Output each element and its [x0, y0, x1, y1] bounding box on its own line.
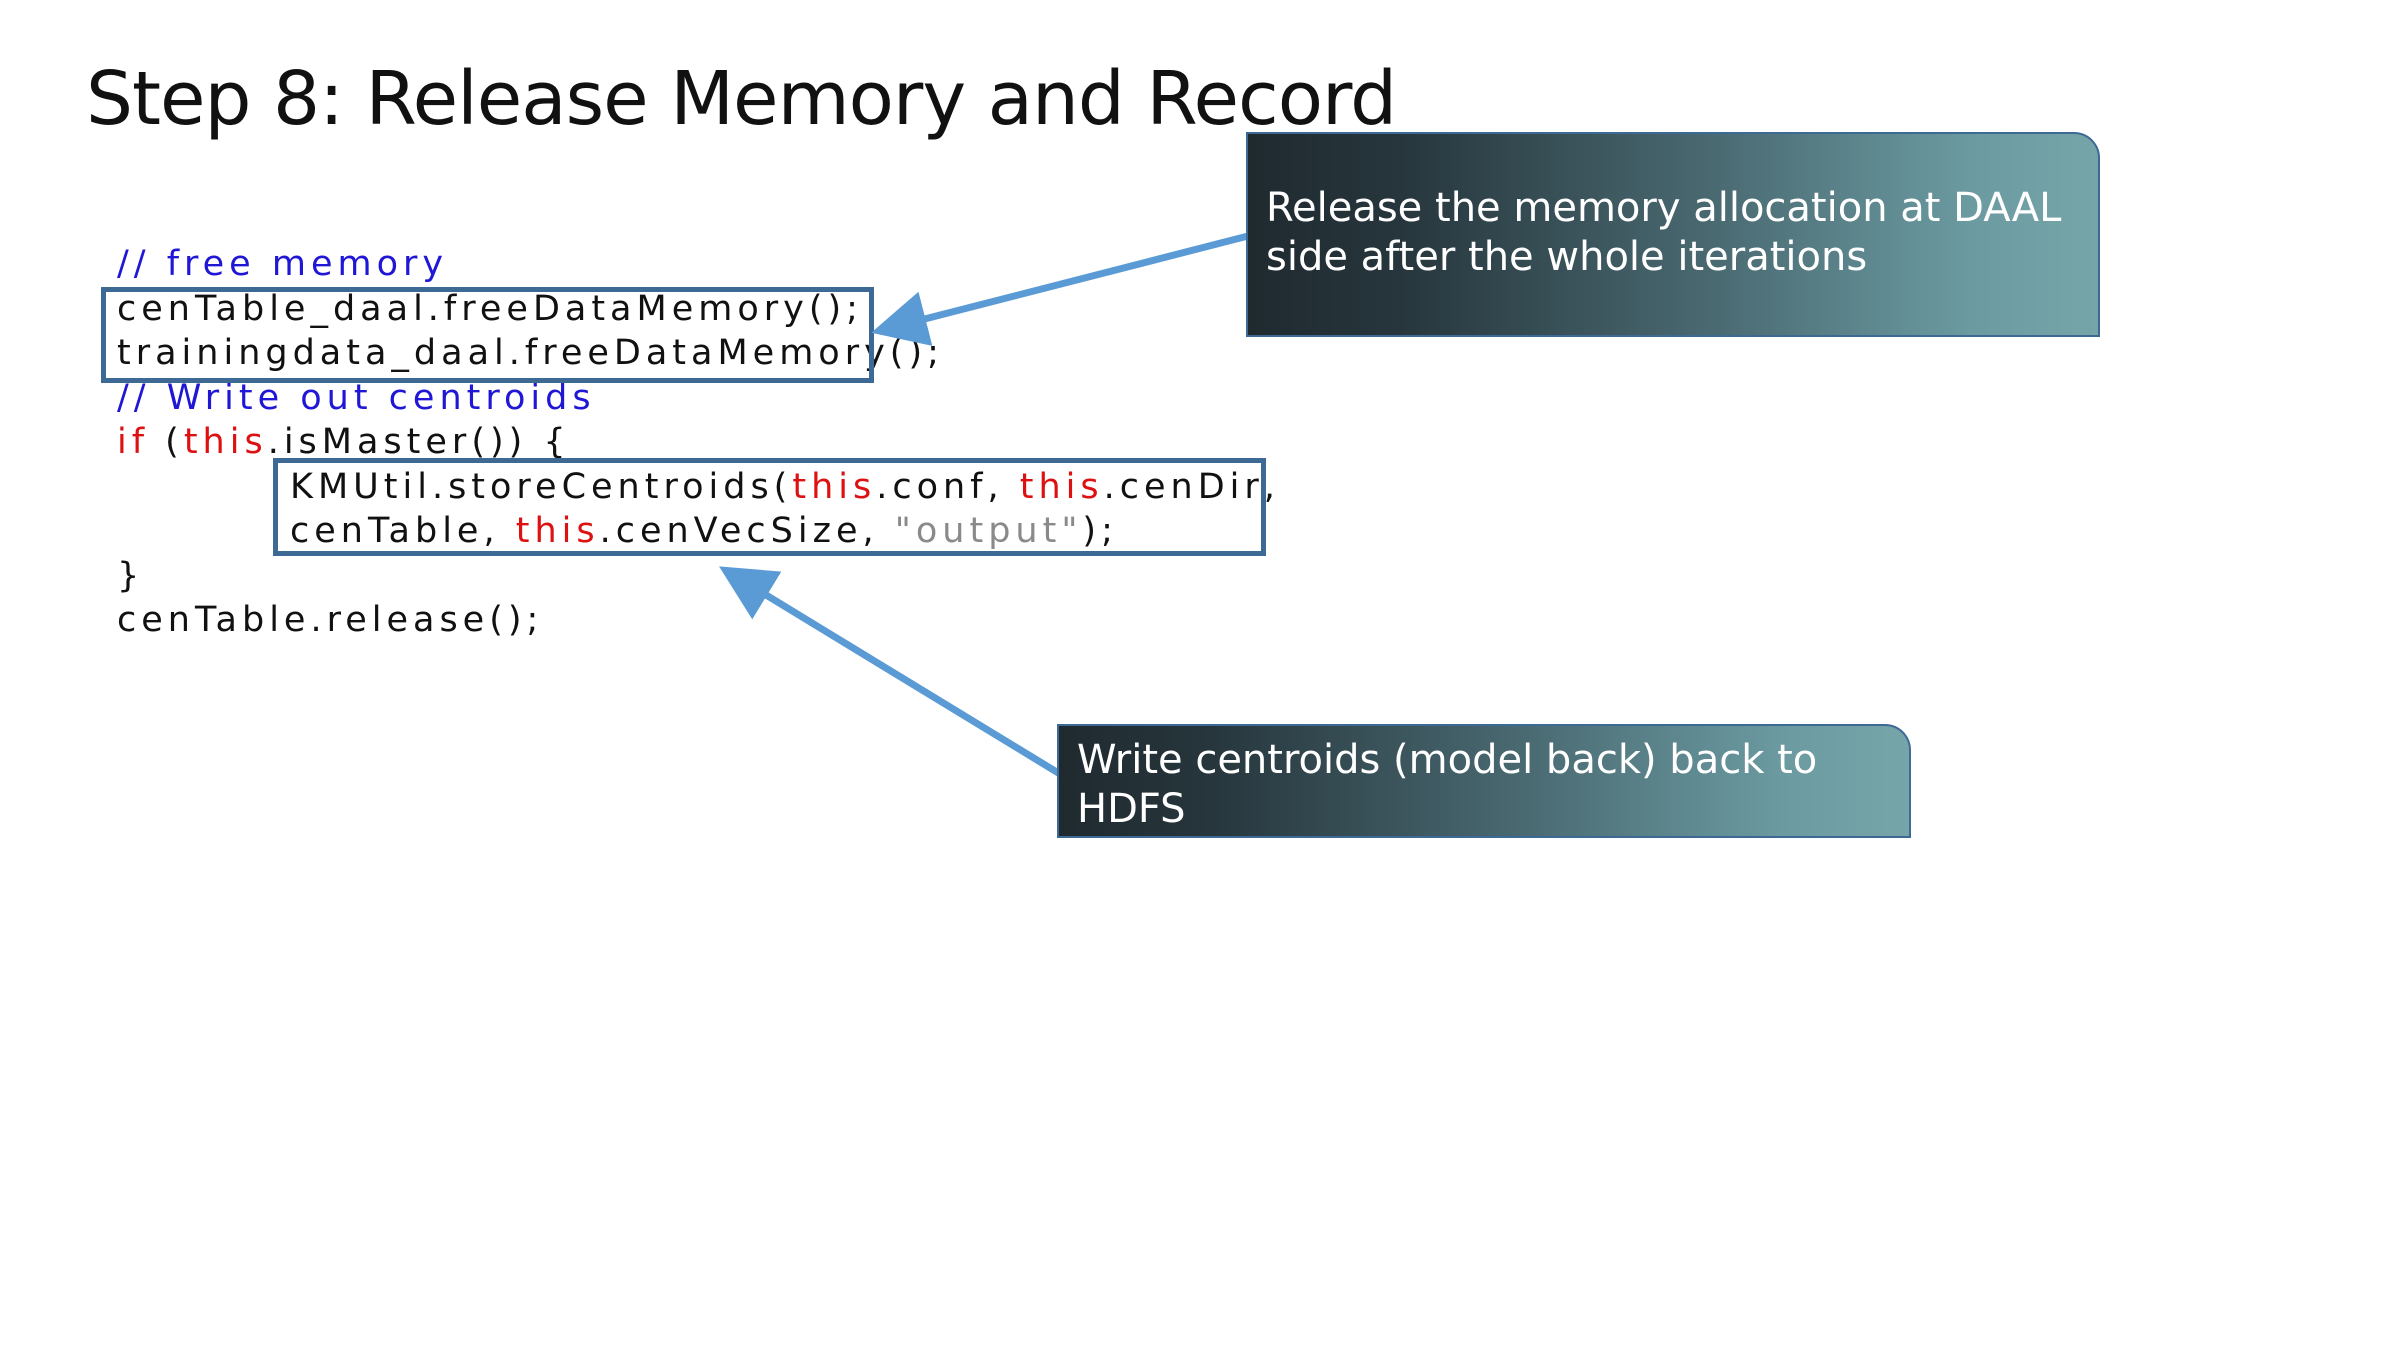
code-paren: ( [149, 422, 184, 462]
highlight-box-store-centroids [273, 458, 1266, 556]
code-comment-write-centroids: // Write out centroids [117, 378, 596, 418]
code-keyword-if: if [117, 422, 150, 462]
code-keyword-this: this [183, 422, 268, 462]
code-closing-brace: } [117, 556, 145, 596]
code-keyword-this: this [1019, 467, 1104, 507]
code-line-free-trainingdata: trainingdata_daal.freeDataMemory(); [117, 333, 944, 373]
code-close-call: ); [1082, 511, 1118, 551]
slide-title: Step 8: Release Memory and Record [86, 56, 1397, 142]
callout-release-memory: Release the memory allocation at DAAL si… [1246, 132, 2100, 337]
code-line-if-master: if (this.isMaster()) { [117, 420, 571, 464]
code-line-release: cenTable.release(); [117, 600, 544, 640]
arrow-to-free-memory [871, 232, 1249, 346]
arrow-to-store-centroids [719, 566, 1062, 777]
code-line-store-centroids-2: cenTable, this.cenVecSize, "output"); [290, 509, 1118, 553]
callout-write-centroids-text: Write centroids (model back) back to HDF… [1077, 737, 1818, 832]
code-cendir-arg: .cenDir, [1103, 467, 1280, 507]
code-string-output: "output" [894, 511, 1083, 551]
code-conf-arg: .conf, [876, 467, 1020, 507]
code-comment-free-memory: // free memory [117, 244, 449, 284]
code-keyword-this: this [515, 511, 600, 551]
code-cenvecsize-arg: .cenVecSize, [599, 511, 895, 551]
callout-write-centroids: Write centroids (model back) back to HDF… [1057, 724, 1911, 838]
callout-release-memory-text: Release the memory allocation at DAAL si… [1266, 185, 2062, 280]
code-centable-arg: cenTable, [290, 511, 516, 551]
code-keyword-this: this [792, 467, 877, 507]
code-store-call: KMUtil.storeCentroids( [290, 467, 793, 507]
code-ismaster-call: .isMaster()) { [267, 422, 571, 462]
code-line-free-centable: cenTable_daal.freeDataMemory(); [117, 289, 863, 329]
code-line-store-centroids-1: KMUtil.storeCentroids(this.conf, this.ce… [290, 465, 1280, 509]
